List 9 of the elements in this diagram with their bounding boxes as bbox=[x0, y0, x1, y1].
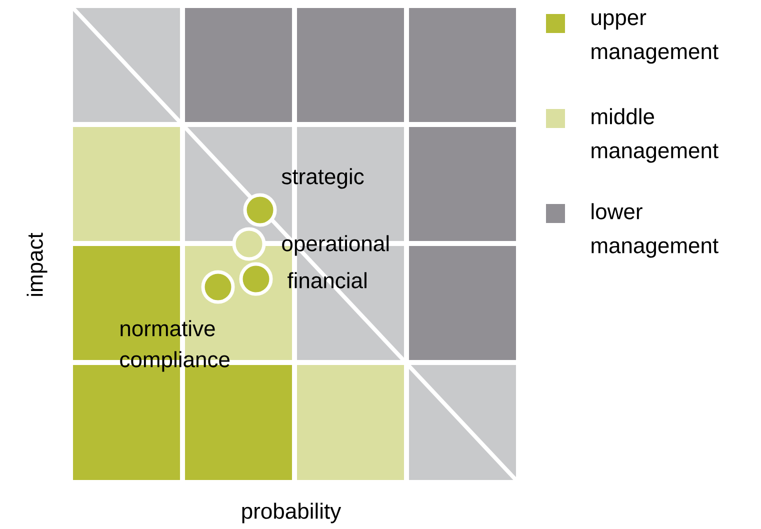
circle-label: financial bbox=[288, 272, 366, 288]
circle-label: operational bbox=[282, 235, 389, 256]
axis-label: probability bbox=[242, 502, 342, 524]
legend-label: middle management bbox=[592, 108, 718, 163]
circle-label: strategic bbox=[282, 168, 364, 189]
marker-circle bbox=[232, 227, 266, 261]
legend-label: lower management bbox=[592, 203, 718, 258]
axis-label: impact bbox=[26, 232, 48, 296]
legend-label: upper management bbox=[592, 13, 718, 64]
